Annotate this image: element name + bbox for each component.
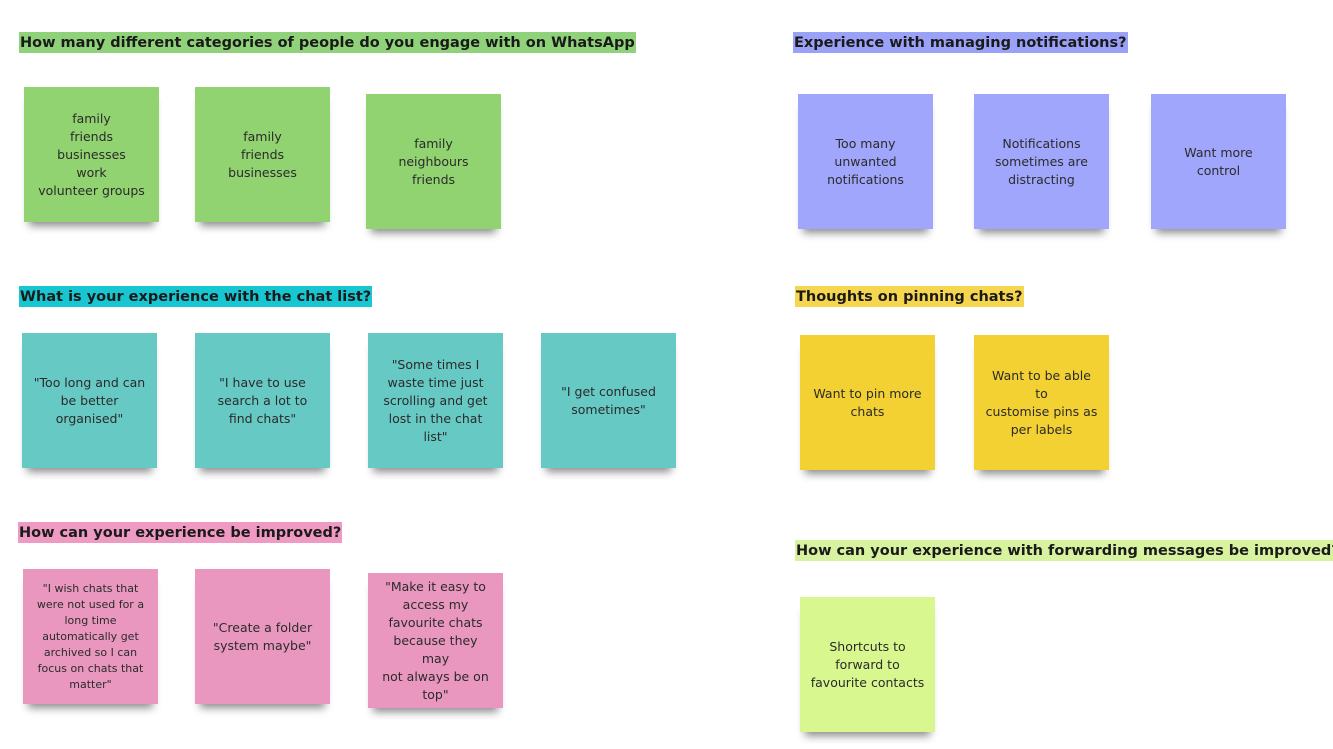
sticky-note[interactable]: Too many unwanted notifications bbox=[798, 94, 933, 229]
sticky-note[interactable]: family friends businesses bbox=[195, 87, 330, 222]
sticky-note[interactable]: "Some times I waste time just scrolling … bbox=[368, 333, 503, 468]
sticky-note[interactable]: "Create a folder system maybe" bbox=[195, 569, 330, 704]
sticky-note[interactable]: "I get confused sometimes" bbox=[541, 333, 676, 468]
heading-pinning: Thoughts on pinning chats? bbox=[795, 286, 1024, 307]
sticky-note[interactable]: family friends businesses work volunteer… bbox=[24, 87, 159, 222]
sticky-note[interactable]: "Too long and can be better organised" bbox=[22, 333, 157, 468]
sticky-note[interactable]: Notifications sometimes are distracting bbox=[974, 94, 1109, 229]
heading-forwarding: How can your experience with forwarding … bbox=[795, 540, 1333, 561]
sticky-note[interactable]: "I wish chats that were not used for a l… bbox=[23, 569, 158, 704]
sticky-note[interactable]: family neighbours friends bbox=[366, 94, 501, 229]
heading-notifications: Experience with managing notifications? bbox=[793, 32, 1128, 53]
sticky-note[interactable]: "I have to use search a lot to find chat… bbox=[195, 333, 330, 468]
sticky-note[interactable]: Want to pin more chats bbox=[800, 335, 935, 470]
sticky-note[interactable]: Shortcuts to forward to favourite contac… bbox=[800, 597, 935, 732]
heading-categories: How many different categories of people … bbox=[19, 32, 636, 53]
sticky-note[interactable]: Want to be able to customise pins as per… bbox=[974, 335, 1109, 470]
sticky-note[interactable]: "Make it easy to access my favourite cha… bbox=[368, 573, 503, 708]
sticky-note[interactable]: Want more control bbox=[1151, 94, 1286, 229]
heading-improvement: How can your experience be improved? bbox=[18, 522, 343, 543]
heading-chat-list: What is your experience with the chat li… bbox=[19, 286, 373, 307]
